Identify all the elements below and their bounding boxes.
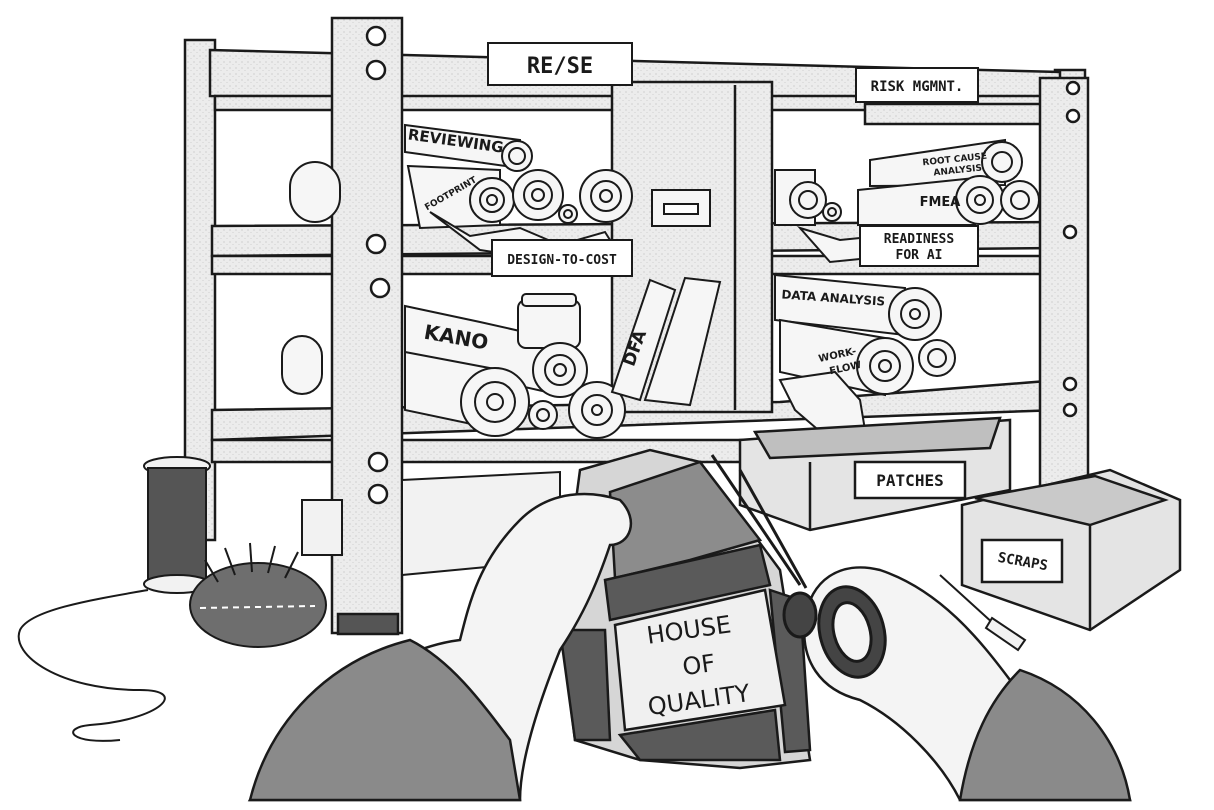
rolls-lower-left xyxy=(281,276,722,439)
roll-fmea: FMEA xyxy=(920,195,961,210)
label-risk-mgmt: RISK MGMNT. xyxy=(871,79,964,95)
thread-line xyxy=(17,589,166,742)
scissors-icon xyxy=(710,454,887,679)
rolls-top-right xyxy=(774,138,1040,264)
rolls-lower-right xyxy=(774,273,956,442)
label-patches: PATCHES xyxy=(876,471,943,490)
right-sleeve xyxy=(958,668,1132,802)
fabric-title-line2: OF xyxy=(681,649,717,681)
label-re-se: RE/SE xyxy=(527,54,593,79)
thread-spool-icon xyxy=(143,456,211,594)
left-sleeve xyxy=(248,638,522,802)
label-frames xyxy=(487,42,979,277)
seam-ripper-icon xyxy=(939,574,1027,652)
patches-box xyxy=(738,416,1012,532)
scraps-box xyxy=(960,468,1182,632)
label-design-to-cost: DESIGN-TO-COST xyxy=(507,253,617,268)
label-readiness-line2: FOR AI xyxy=(896,248,943,263)
bolt-icons xyxy=(365,25,1081,505)
pincushion-icon xyxy=(189,542,327,648)
label-readiness-line1: READINESS xyxy=(884,232,955,247)
